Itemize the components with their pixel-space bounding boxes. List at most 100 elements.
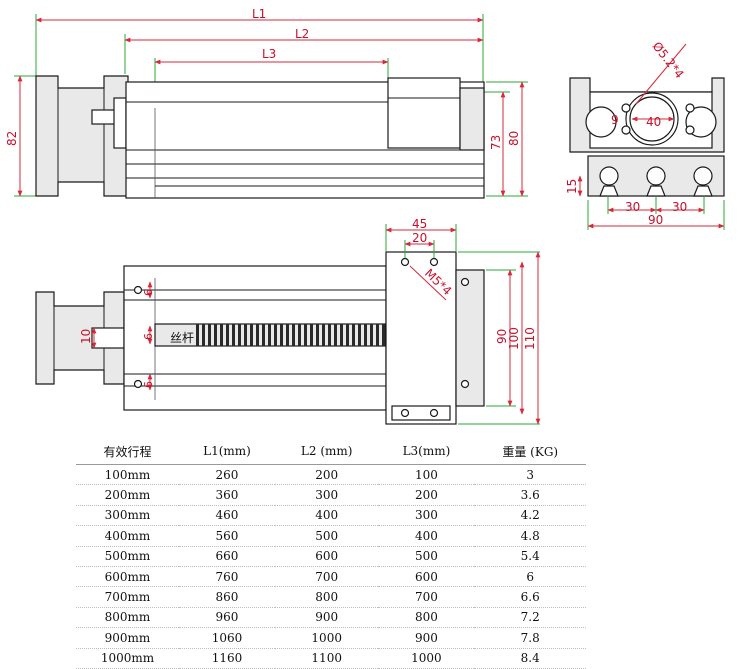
table-cell: 1000 xyxy=(274,627,379,649)
table-cell: 3.6 xyxy=(474,484,586,506)
table-cell: 800mm xyxy=(76,607,179,629)
table-cell: 760 xyxy=(178,566,275,588)
lead-screw-label: 丝杆 xyxy=(170,331,194,345)
screw-thread xyxy=(364,324,367,346)
dim-9: 9 xyxy=(611,113,619,127)
screw-thread xyxy=(352,324,355,346)
table-cell: 700 xyxy=(274,566,379,588)
dim-40: 40 xyxy=(646,115,661,129)
table-cell: 600mm xyxy=(76,566,179,588)
screw-thread xyxy=(250,324,253,346)
dim-90: 90 xyxy=(495,329,509,344)
dim-73: 73 xyxy=(489,135,503,150)
table-cell: 1000mm xyxy=(76,648,179,669)
dim-10: 10 xyxy=(79,329,93,344)
screw-thread xyxy=(220,324,223,346)
table-cell: 1000 xyxy=(378,648,475,669)
dim-l2: L2 xyxy=(295,27,309,41)
table-cell: 300 xyxy=(274,484,379,506)
screw-thread xyxy=(322,324,325,346)
dim-90-width: 90 xyxy=(648,213,663,227)
front-view: L1 L2 L3 82 73 80 xyxy=(5,7,528,199)
table-cell: 700mm xyxy=(76,586,179,608)
screw-thread xyxy=(268,324,271,346)
screw-thread xyxy=(202,324,205,346)
table-cell: 660 xyxy=(178,546,275,567)
dim-100: 100 xyxy=(507,327,521,350)
screw-thread xyxy=(376,324,379,346)
screw-thread xyxy=(292,324,295,346)
table-cell: 7.8 xyxy=(474,627,586,649)
table-cell: 3 xyxy=(474,464,586,486)
table-cell: 300mm xyxy=(76,505,179,527)
dim-45: 45 xyxy=(412,217,427,231)
table-cell: 460 xyxy=(178,505,275,527)
screw-thread xyxy=(340,324,343,346)
table-cell: 6.6 xyxy=(474,586,586,608)
screw-thread xyxy=(214,324,217,346)
table-cell: 900 xyxy=(274,607,379,629)
lead-screw-threads xyxy=(196,324,385,346)
technical-drawing: L1 L2 L3 82 73 80 Ø5.2*4 4 xyxy=(5,7,725,425)
table-cell: 800 xyxy=(378,607,475,629)
dim-110: 110 xyxy=(523,327,537,350)
screw-thread xyxy=(274,324,277,346)
screw-thread xyxy=(226,324,229,346)
dim-20: 20 xyxy=(412,231,427,245)
table-cell: 360 xyxy=(178,484,275,506)
table-cell: 4.2 xyxy=(474,505,586,527)
table-cell: 960 xyxy=(178,607,275,629)
screw-thread xyxy=(232,324,235,346)
header-l2: L2 (mm) xyxy=(274,438,379,465)
dim-phi52: Ø5.2*4 xyxy=(650,39,687,81)
table-cell: 700 xyxy=(378,586,475,608)
table-header-row: 有效行程 L1(mm) L2 (mm) L3(mm) 重量 (KG) xyxy=(76,438,586,465)
table-cell: 400mm xyxy=(76,525,179,547)
table-cell: 300 xyxy=(378,505,475,527)
screw-thread xyxy=(208,324,211,346)
table-cell: 200mm xyxy=(76,484,179,506)
table-cell: 800 xyxy=(274,586,379,608)
header-weight: 重量 (KG) xyxy=(474,438,586,465)
table-cell: 4.8 xyxy=(474,525,586,547)
table-cell: 260 xyxy=(178,464,275,486)
side-view: Ø5.2*4 40 9 15 30 30 90 xyxy=(565,39,725,230)
screw-thread xyxy=(286,324,289,346)
dim-15: 15 xyxy=(565,179,579,194)
screw-thread xyxy=(304,324,307,346)
header-l1: L1(mm) xyxy=(178,438,275,465)
dim-30-right: 30 xyxy=(672,200,687,214)
table-cell: 600 xyxy=(378,566,475,588)
dim-6-bottom: 6 xyxy=(142,381,155,388)
table-cell: 500 xyxy=(378,546,475,567)
table-cell: 100mm xyxy=(76,464,179,486)
screw-thread xyxy=(262,324,265,346)
screw-thread xyxy=(370,324,373,346)
spec-table: 有效行程 L1(mm) L2 (mm) L3(mm) 重量 (KG) 100mm… xyxy=(76,438,586,669)
top-view: 丝杆 45 20 M5*4 6 6 6 10 xyxy=(35,217,541,425)
screw-thread xyxy=(238,324,241,346)
screw-thread xyxy=(256,324,259,346)
dim-6-top: 6 xyxy=(142,289,155,296)
table-cell: 500mm xyxy=(76,546,179,567)
table-cell: 560 xyxy=(178,525,275,547)
header-l3: L3(mm) xyxy=(378,438,475,465)
table-cell: 5.4 xyxy=(474,546,586,567)
screw-thread xyxy=(310,324,313,346)
table-cell: 200 xyxy=(274,464,379,486)
table-cell: 6 xyxy=(474,566,586,588)
screw-thread xyxy=(244,324,247,346)
screw-thread xyxy=(280,324,283,346)
dim-l1: L1 xyxy=(252,7,266,21)
screw-thread xyxy=(346,324,349,346)
